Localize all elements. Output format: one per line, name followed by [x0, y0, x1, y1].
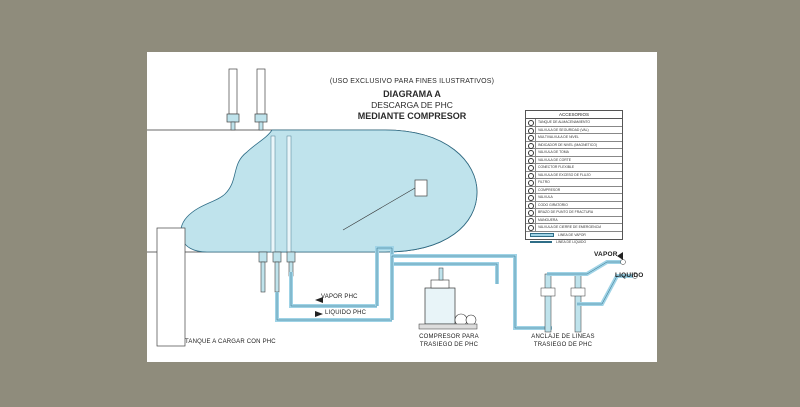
legend-item-label: VALVULA	[538, 195, 553, 200]
legend-liquid-line: LINEA DE LIQUIDO	[526, 239, 622, 246]
legend-item: VALVULA DE SEGURIDAD (VAL)	[526, 126, 622, 134]
vapor-flow-arrow	[315, 297, 323, 303]
label-anchoring-1: ANCLAJE DE LINEAS	[531, 334, 595, 340]
legend-item: MULTIVALVULA DE NIVEL	[526, 134, 622, 142]
legend-item-label: VALVULA DE CORTE	[538, 157, 571, 162]
legend-item: VALVULA	[526, 194, 622, 202]
legend-item-symbol	[526, 164, 536, 171]
safety-valve-left	[226, 68, 240, 131]
legend-item-label: VALVULA DE EXCESO DE FLUJO	[538, 172, 591, 177]
legend-title: ACCESORIOS	[526, 111, 622, 119]
legend-item-symbol	[526, 194, 536, 201]
accessories-legend: ACCESORIOS TANQUE DE ALMACENAMIENTO VALVU…	[525, 110, 623, 244]
legend-item-symbol	[526, 186, 536, 193]
legend-item-symbol	[526, 171, 536, 178]
label-liquido-phc: LIQUIDO PHC	[325, 310, 367, 316]
legend-item-label: CONECTOR FLEXIBLE	[538, 165, 575, 170]
legend-item: VALVULA DE TOMA	[526, 149, 622, 157]
diagram-method: MEDIANTE COMPRESOR	[357, 111, 467, 121]
legend-item: VALVULA DE CORTE	[526, 156, 622, 164]
legend-item: MANGUERA	[526, 216, 622, 224]
illustrative-notice: (USO EXCLUSIVO PARA FINES ILUSTRATIVOS)	[329, 78, 495, 85]
legend-item-symbol	[526, 209, 536, 216]
legend-item: COMPRESOR	[526, 186, 622, 194]
legend-item: CODO GIRATORIO	[526, 201, 622, 209]
legend-item-label: VALVULA DE CIERRE DE EMERGENCIA	[538, 225, 602, 230]
label-vapor-phc: VAPOR PHC	[321, 294, 358, 300]
legend-vapor-line: LINEA DE VAPOR	[526, 232, 622, 239]
safety-valve-right	[254, 68, 268, 131]
diagram-sheet: (USO EXCLUSIVO PARA FINES ILUSTRATIVOS) …	[147, 52, 657, 362]
legend-item-label: FILTRO	[538, 180, 550, 185]
legend-item-symbol	[526, 119, 536, 126]
bottom-valves	[258, 251, 296, 293]
legend-item-symbol	[526, 141, 536, 148]
legend-item-label: COMPRESOR	[538, 187, 561, 192]
label-compressor-1: COMPRESOR PARA	[419, 334, 479, 340]
legend-item-symbol	[526, 126, 536, 133]
legend-item-label: VALVULA DE TOMA	[538, 150, 569, 155]
label-vapor: VAPOR	[594, 251, 618, 258]
legend-item-label: TANQUE DE ALMACENAMIENTO	[538, 120, 591, 125]
process-diagram	[147, 68, 638, 347]
legend-item: FILTRO	[526, 179, 622, 187]
legend-item: VALVULA DE EXCESO DE FLUJO	[526, 171, 622, 179]
legend-item-label: VALVULA DE SEGURIDAD (VAL)	[538, 127, 589, 132]
diagram-subtitle: DESCARGA DE PHC	[371, 100, 453, 110]
legend-item: BRAZO DE PUNTO DE FRACTURA	[526, 209, 622, 217]
level-indicator	[342, 179, 428, 231]
legend-item-symbol	[526, 179, 536, 186]
label-tank: TANQUE A CARGAR CON PHC	[185, 339, 276, 345]
legend-item-symbol	[526, 216, 536, 223]
legend-item-label: INDICADOR DE NIVEL (MAGNETICO)	[538, 142, 598, 147]
liquid-flow-arrow	[315, 311, 323, 317]
anchoring-manifold	[540, 259, 638, 333]
legend-item-symbol	[526, 134, 536, 141]
tank-support	[156, 227, 186, 347]
label-compressor-2: TRASIEGO DE PHC	[419, 342, 479, 348]
diagram-title: DIAGRAMA A	[383, 89, 441, 99]
legend-item: VALVULA DE CIERRE DE EMERGENCIA	[526, 224, 622, 232]
label-anchoring-2: TRASIEGO DE PHC	[533, 342, 593, 348]
legend-item-label: CODO GIRATORIO	[538, 202, 568, 207]
label-liquido: LIQUIDO	[615, 272, 644, 279]
legend-item-symbol	[526, 156, 536, 163]
legend-item-label: BRAZO DE PUNTO DE FRACTURA	[538, 210, 594, 215]
compressor	[418, 267, 478, 330]
legend-item: TANQUE DE ALMACENAMIENTO	[526, 119, 622, 127]
legend-item-symbol	[526, 224, 536, 231]
legend-item: CONECTOR FLEXIBLE	[526, 164, 622, 172]
vapor-out-arrow	[617, 252, 623, 260]
legend-item-label: MANGUERA	[538, 217, 558, 222]
legend-item-symbol	[526, 201, 536, 208]
legend-item-symbol	[526, 149, 536, 156]
legend-item: INDICADOR DE NIVEL (MAGNETICO)	[526, 141, 622, 149]
liquid-level	[180, 129, 478, 253]
legend-item-label: MULTIVALVULA DE NIVEL	[538, 135, 579, 140]
